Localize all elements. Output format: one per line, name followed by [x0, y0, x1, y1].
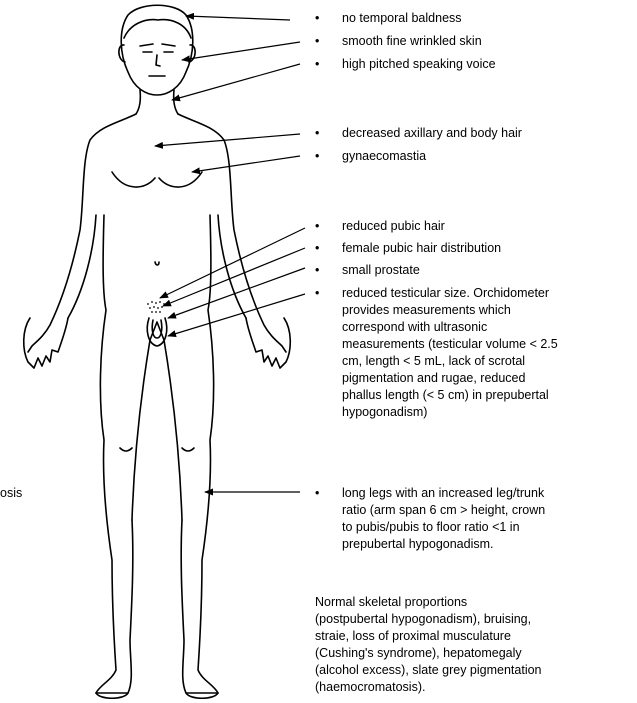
cropped-left-text: osis	[0, 485, 22, 502]
arrow-pubic-distribution	[163, 248, 305, 306]
arrow-gynaecomastia	[192, 156, 300, 172]
bullet-dot: •	[315, 10, 325, 27]
body-right-outline	[178, 114, 286, 693]
arrow-temporal	[186, 16, 290, 20]
note-line: Normal skeletal proportions	[315, 594, 620, 611]
arrow-skin	[182, 42, 300, 60]
label-text-line: correspond with ultrasonic	[342, 319, 487, 336]
bullet-dot: •	[315, 56, 325, 73]
label-text-line: phallus length (< 5 cm) in prepubertal	[342, 387, 549, 404]
label-text: reduced pubic hair	[342, 218, 445, 235]
label-text: smooth fine wrinkled skin	[342, 33, 482, 50]
label-text-line: to pubis/pubis to floor ratio <1 in	[342, 519, 520, 536]
note-line: (postpubertal hypogonadism), bruising,	[315, 611, 620, 628]
label-text: decreased axillary and body hair	[342, 125, 522, 142]
pubic-hair-stipple	[147, 301, 165, 313]
bullet-dot: •	[315, 33, 325, 50]
head-outline	[121, 5, 193, 95]
right-hand	[246, 318, 290, 368]
bullet-dot: •	[315, 148, 325, 165]
label-text: female pubic hair distribution	[342, 240, 501, 257]
note-paragraph: Normal skeletal proportions (postpuberta…	[315, 594, 620, 696]
left-hand	[24, 318, 68, 368]
label-text: gynaecomastia	[342, 148, 426, 165]
bullet-dot: •	[315, 285, 325, 302]
label-text-line: ratio (arm span 6 cm > height, crown	[342, 502, 545, 519]
label-text-line: hypogonadism)	[342, 404, 427, 421]
arrow-voice	[172, 64, 300, 100]
arrow-axillary	[155, 134, 300, 146]
bullet-dot: •	[315, 485, 325, 502]
label-text-line: pigmentation and rugae, reduced	[342, 370, 525, 387]
note-line: (alcohol excess), slate grey pigmentatio…	[315, 662, 620, 679]
note-line: (Cushing's syndrome), hepatomegaly	[315, 645, 620, 662]
bullet-dot: •	[315, 240, 325, 257]
label-text: small prostate	[342, 262, 420, 279]
label-text-line: cm, length < 5 mL, lack of scrotal	[342, 353, 525, 370]
body-left-outline	[28, 114, 136, 693]
hairline	[124, 20, 191, 38]
bullet-dot: •	[315, 218, 325, 235]
note-line: straie, loss of proximal musculature	[315, 628, 620, 645]
label-text-line: reduced testicular size. Orchidometer	[342, 285, 549, 302]
bullet-dot: •	[315, 262, 325, 279]
label-text: high pitched speaking voice	[342, 56, 496, 73]
label-text-line: measurements (testicular volume < 2.5	[342, 336, 558, 353]
note-line: (haemocromatosis).	[315, 679, 620, 696]
bullet-dot: •	[315, 125, 325, 142]
label-text-line: prepubertal hypogonadism.	[342, 536, 494, 553]
label-text-line: provides measurements which	[342, 302, 511, 319]
label-text: no temporal baldness	[342, 10, 462, 27]
label-text-line: long legs with an increased leg/trunk	[342, 485, 544, 502]
